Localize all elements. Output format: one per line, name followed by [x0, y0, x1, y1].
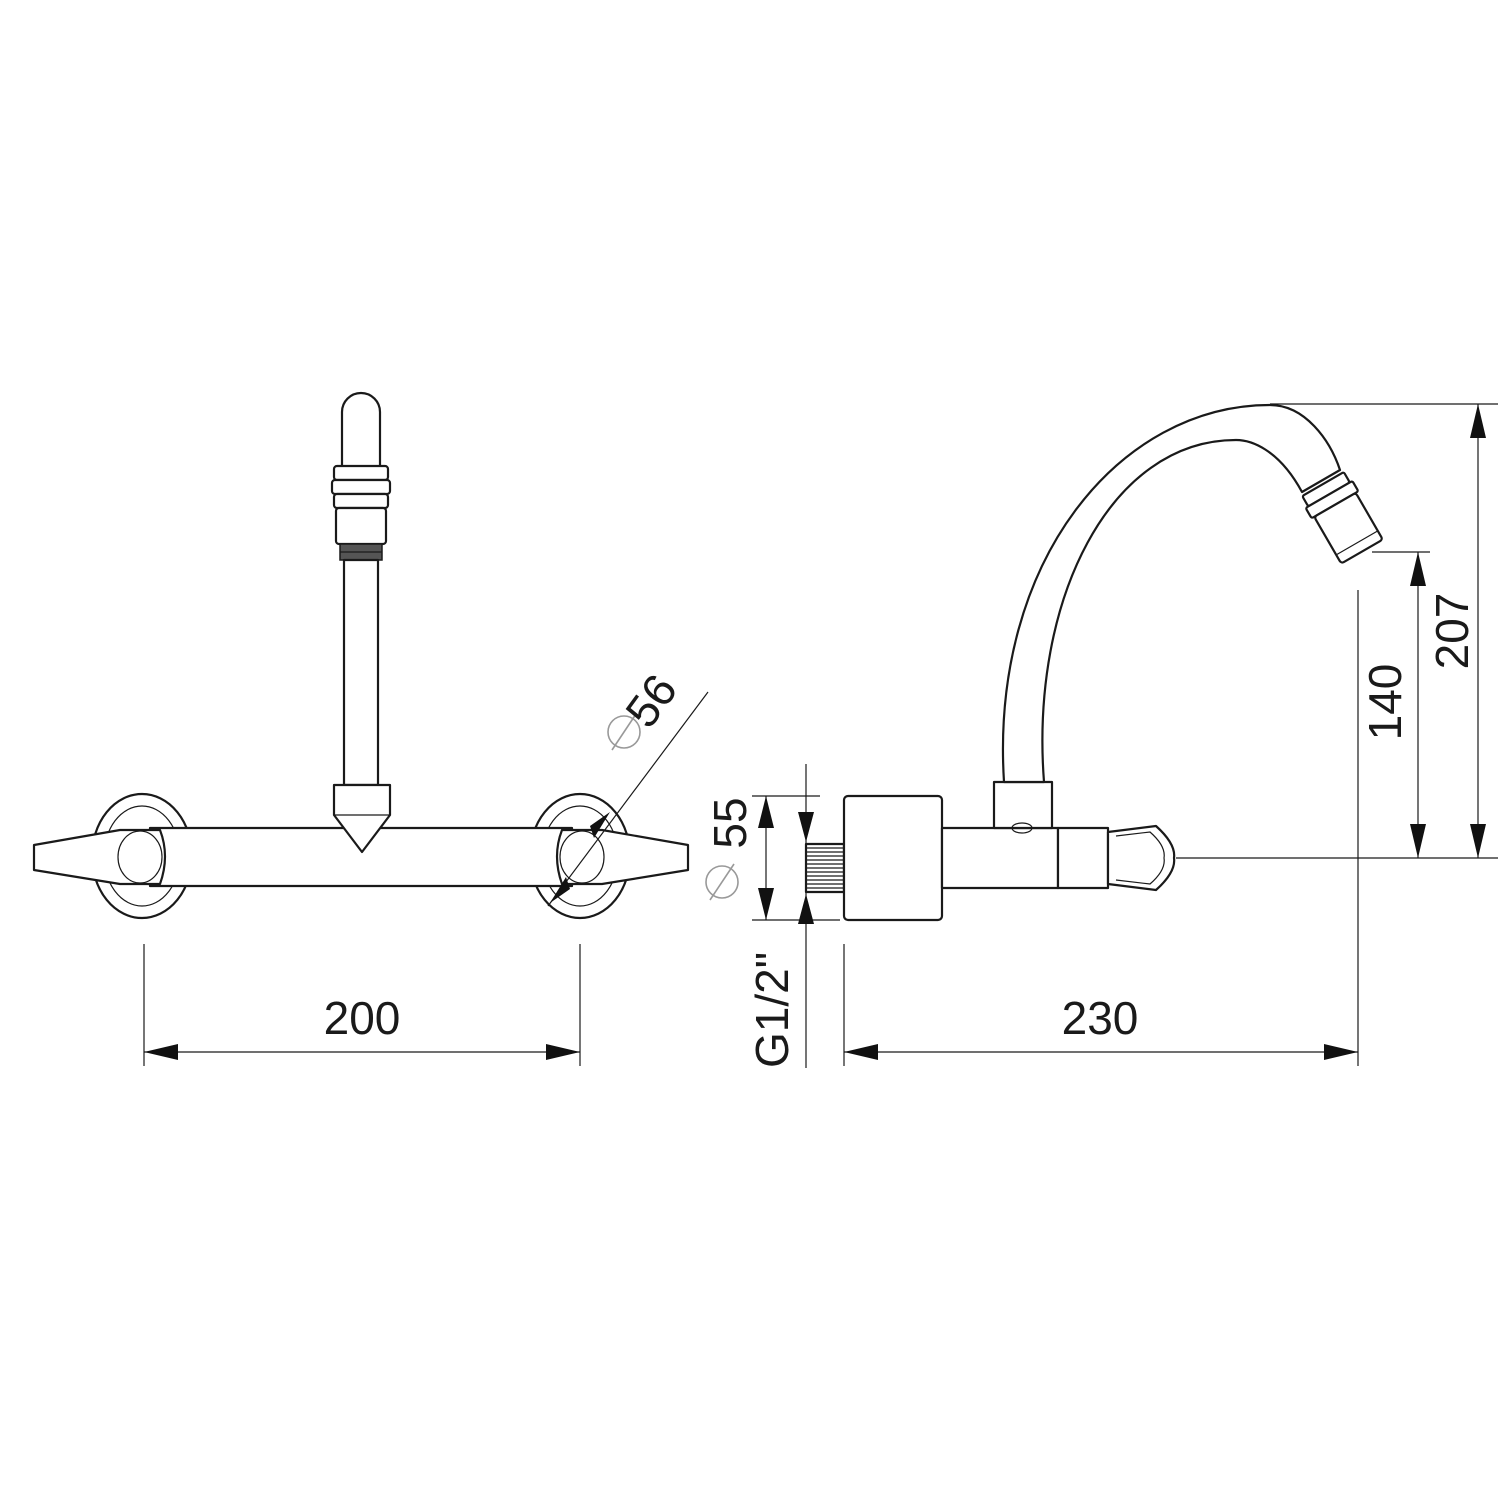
dim-thread-size: G1/2": [746, 952, 798, 1068]
dimension-230: 230: [843, 590, 1359, 1066]
arrow-head: [1410, 552, 1426, 586]
arrow-head: [550, 877, 570, 903]
dim-projection: 230: [1062, 992, 1139, 1044]
arrow-head: [546, 1044, 580, 1060]
side-aerator: [1301, 471, 1383, 564]
dim-total-height: 207: [1426, 593, 1478, 670]
side-curved-spout: [1001, 403, 1342, 784]
side-lever-knob: [1106, 824, 1176, 892]
dimension-207: 207: [1270, 403, 1498, 858]
arrow-head: [144, 1044, 178, 1060]
dim-handle-spacing: 200: [324, 992, 401, 1044]
arrow-head: [758, 796, 774, 828]
arrow-head: [758, 888, 774, 920]
arrow-head: [844, 1044, 878, 1060]
front-spout-base: [332, 783, 392, 854]
arrow-head: [798, 894, 814, 924]
diameter-55-dimension: 55: [704, 795, 840, 921]
left-lever-handle: [32, 828, 167, 886]
arrow-head: [1324, 1044, 1358, 1060]
front-spout: [330, 391, 392, 787]
arrow-head: [798, 812, 814, 842]
thread-dimension: G1/2": [746, 764, 814, 1068]
side-spout-base: [992, 780, 1054, 830]
dim-rosette-diameter: 56: [615, 665, 687, 737]
arrow-head: [1410, 824, 1426, 858]
arrow-head: [590, 812, 610, 838]
dim-spout-height: 140: [1359, 664, 1411, 741]
side-valve-body: [940, 826, 1060, 890]
thread-connector: [804, 842, 846, 894]
front-view: 56 200: [32, 391, 709, 1066]
right-lever-handle: [555, 828, 690, 886]
dimension-140: 140: [1176, 551, 1498, 859]
arrow-head: [1470, 404, 1486, 438]
side-body-cylinder: [842, 794, 944, 922]
side-view: 55 G1/2" 230 140: [704, 403, 1498, 1068]
dim-body-diameter: 55: [704, 797, 756, 848]
dimension-200: 200: [143, 944, 581, 1066]
arrow-head: [1470, 824, 1486, 858]
